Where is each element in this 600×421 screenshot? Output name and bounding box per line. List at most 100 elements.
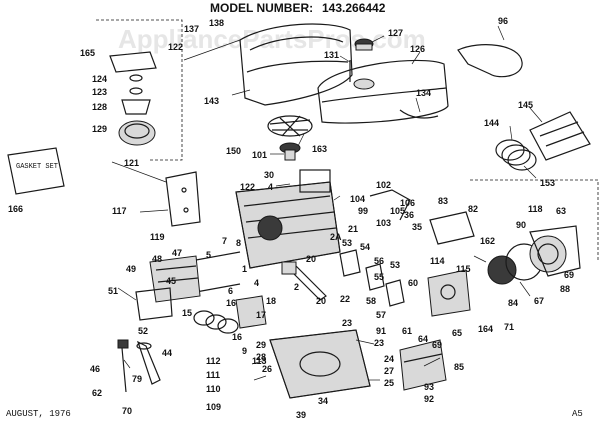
callout-25: 25 — [384, 378, 394, 388]
callout-93: 93 — [424, 382, 434, 392]
assembly-boundary-left — [96, 19, 183, 161]
starter-bracket-165 — [109, 51, 157, 73]
callout-90: 90 — [516, 220, 526, 230]
callout-129: 129 — [92, 124, 107, 134]
callout-49: 49 — [126, 264, 136, 274]
callout-46: 46 — [90, 364, 100, 374]
callout-44: 44 — [162, 348, 172, 358]
callout-20b: 20 — [316, 296, 326, 306]
crankcase-sump-23 — [269, 329, 371, 399]
callout-99: 99 — [358, 206, 368, 216]
callout-104: 104 — [350, 194, 365, 204]
callout-110: 110 — [206, 384, 221, 394]
callout-67: 67 — [534, 296, 544, 306]
callout-28: 28 — [256, 352, 266, 362]
callout-36: 36 — [404, 210, 414, 220]
callout-112: 112 — [206, 356, 221, 366]
bracket-117 — [165, 171, 201, 227]
callout-150: 150 — [226, 146, 241, 156]
callout-9: 9 — [242, 346, 247, 356]
callout-84: 84 — [508, 298, 518, 308]
callout-24: 24 — [384, 354, 394, 364]
callout-134: 134 — [416, 88, 431, 98]
callout-52: 52 — [138, 326, 148, 336]
callout-138: 138 — [209, 18, 224, 28]
callout-5: 5 — [206, 250, 211, 260]
callout-164: 164 — [478, 324, 493, 334]
fuel-line-134 — [399, 109, 439, 119]
callout-119: 119 — [150, 232, 165, 242]
callout-27: 27 — [384, 366, 394, 376]
flywheel-fan-163 — [267, 115, 313, 161]
gasket-set-166: GASKET SET — [7, 147, 65, 195]
callout-23: 23 — [342, 318, 352, 328]
assembly-boundary-right — [470, 179, 599, 260]
callout-26: 26 — [262, 364, 272, 374]
model-number: 143.266442 — [322, 1, 386, 15]
callout-35: 35 — [412, 222, 422, 232]
leader-lines — [111, 25, 543, 381]
callout-111: 111 — [206, 370, 220, 380]
engine-block — [235, 169, 341, 269]
fuel-cap-127 — [354, 38, 374, 51]
piston-16 — [235, 295, 267, 329]
callout-47: 47 — [172, 248, 182, 258]
callout-114: 114 — [430, 256, 445, 266]
callout-131: 131 — [324, 50, 339, 60]
starter-pulley-128 — [121, 99, 151, 115]
callout-1: 1 — [242, 264, 247, 274]
callout-22: 22 — [340, 294, 350, 304]
filter-sleeve-145 — [529, 111, 591, 161]
callout-4: 4 — [268, 182, 273, 192]
callout-69b: 69 — [564, 270, 574, 280]
watermark: AppliancePartsPros.com — [118, 24, 426, 54]
callout-109: 109 — [206, 402, 221, 412]
crankshaft-2 — [281, 261, 327, 301]
callout-124: 124 — [92, 74, 107, 84]
callout-53b: 53 — [390, 260, 400, 270]
gaskets-53-54 — [339, 249, 405, 307]
callout-91: 91 — [376, 326, 386, 336]
callout-7: 7 — [222, 236, 227, 246]
carburetor-60 — [427, 269, 471, 317]
callout-16: 16 — [226, 298, 236, 308]
muffler-93 — [399, 339, 447, 391]
callout-4b: 4 — [254, 278, 259, 288]
callout-143: 143 — [204, 96, 219, 106]
callout-162: 162 — [480, 236, 495, 246]
callout-34: 34 — [318, 396, 328, 406]
callout-163: 163 — [312, 144, 327, 154]
callout-45: 45 — [166, 276, 176, 286]
baffle-96 — [457, 44, 523, 78]
air-filter-cover-90 — [529, 225, 581, 277]
callout-105: 105 — [390, 206, 405, 216]
callout-6: 6 — [228, 286, 233, 296]
callout-65: 65 — [452, 328, 462, 338]
callout-56: 56 — [374, 256, 384, 266]
callout-79: 79 — [132, 374, 142, 384]
callout-54: 54 — [360, 242, 370, 252]
footer-date: AUGUST, 1976 — [6, 409, 71, 419]
callout-16b: 16 — [232, 332, 242, 342]
callout-39: 39 — [296, 410, 306, 420]
callout-85: 85 — [454, 362, 464, 372]
callout-113: 113 — [252, 356, 267, 366]
callout-115: 115 — [456, 264, 471, 274]
callout-121: 121 — [124, 158, 139, 168]
callout-8: 8 — [236, 238, 241, 248]
callout-58: 58 — [366, 296, 376, 306]
callout-117: 117 — [112, 206, 127, 216]
model-label: MODEL NUMBER: — [210, 1, 313, 15]
callout-64: 64 — [418, 334, 428, 344]
footer-page-code: A5 — [572, 409, 583, 419]
callout-166: 166 — [8, 204, 23, 214]
callout-92: 92 — [424, 394, 434, 404]
callout-17: 17 — [256, 310, 266, 320]
callout-122b: 122 — [240, 182, 255, 192]
gasket-set-label: GASKET SET — [16, 163, 58, 171]
callout-2a: 2A — [330, 232, 342, 242]
callout-numbers: 138 137 122 165 124 123 128 129 143 131 … — [8, 16, 574, 420]
callout-51: 51 — [108, 286, 118, 296]
callout-62: 62 — [92, 388, 102, 398]
